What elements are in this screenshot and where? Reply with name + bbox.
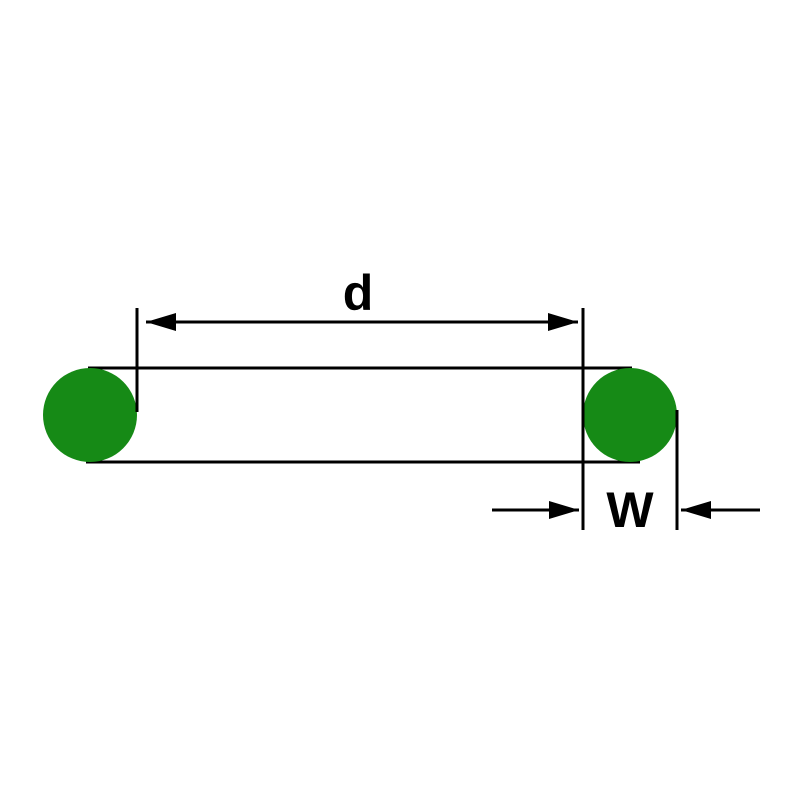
ring-cross-section-right — [583, 368, 677, 462]
ring-cross-section-left — [43, 368, 137, 462]
dimension-label-w: W — [606, 482, 654, 538]
dimension-label-d: d — [343, 265, 374, 321]
